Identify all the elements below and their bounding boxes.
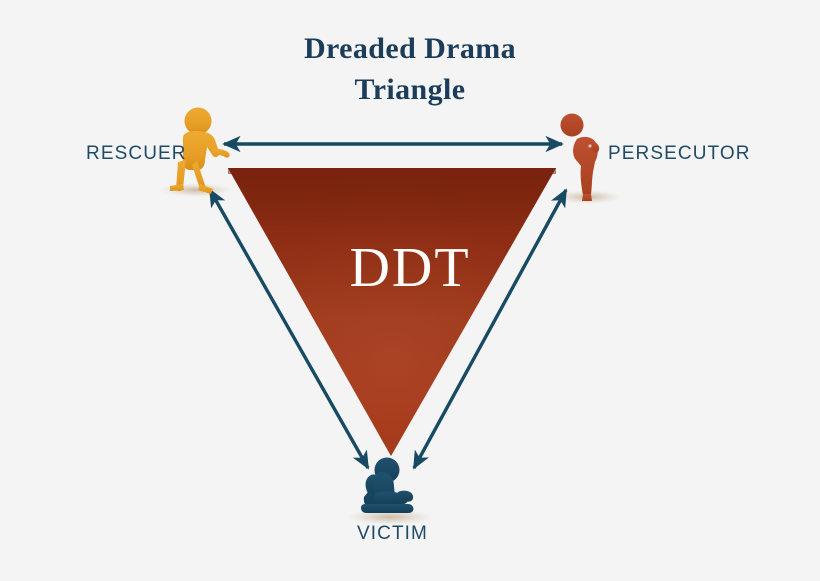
inverted-triangle xyxy=(228,168,556,456)
persecutor-figure xyxy=(560,113,600,201)
arrow-persecutor-victim xyxy=(412,188,568,470)
rescuer-figure xyxy=(170,107,230,194)
victim-figure xyxy=(360,457,414,513)
node-label-rescuer: RESCUER xyxy=(86,143,187,164)
arrow-rescuer-victim xyxy=(208,188,370,470)
node-label-victim: VICTIM xyxy=(357,523,428,544)
connector-arrows xyxy=(208,135,568,470)
node-label-persecutor: PERSECUTOR xyxy=(608,143,751,164)
